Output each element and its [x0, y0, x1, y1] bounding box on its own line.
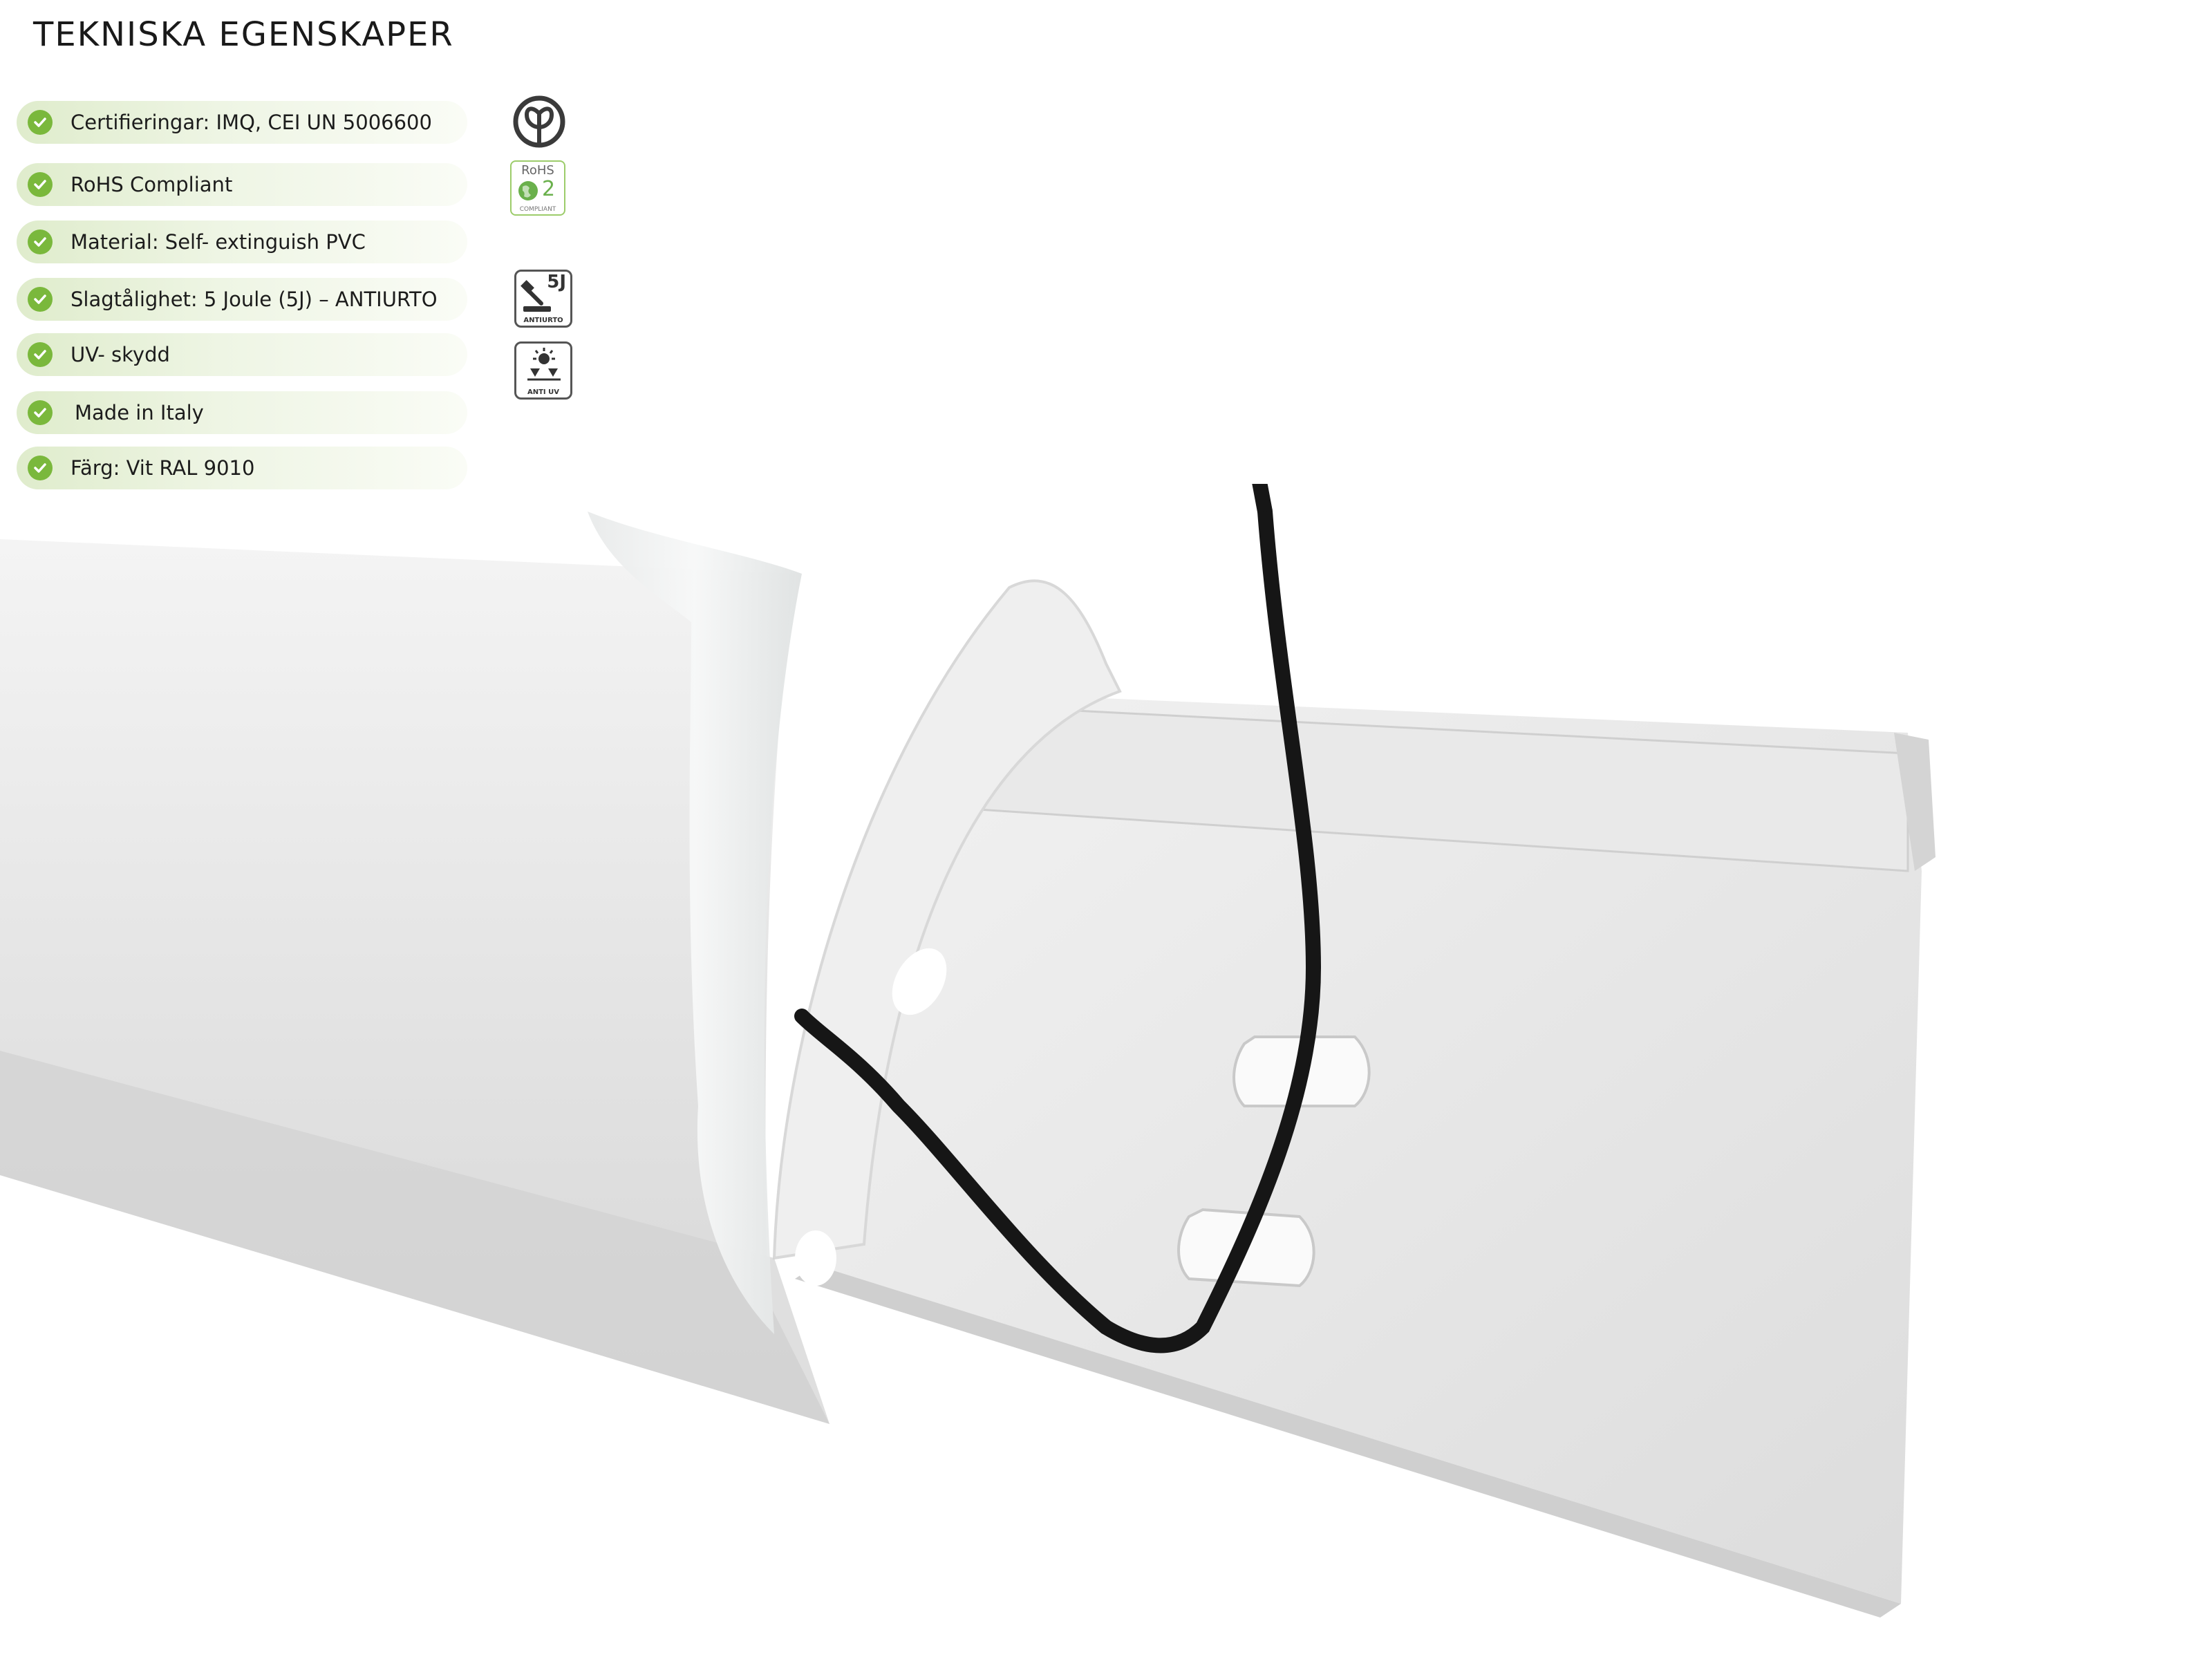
cable-tie: [794, 504, 1322, 1353]
rohs-badge-icon: RoHS 2 COMPLIANT: [510, 160, 565, 216]
rohs-badge-title: RoHS: [521, 163, 554, 178]
hammer-icon: [521, 280, 551, 312]
feature-item-impact: Slagtålighet: 5 Joule (5J) – ANTIURTO: [17, 278, 467, 321]
feature-item-material: Material: Self- extinguish PVC: [17, 221, 467, 263]
check-icon: [28, 342, 53, 367]
globe-icon: [518, 181, 538, 200]
anti-uv-badge-caption: ANTI UV: [527, 388, 559, 396]
duct-channel-lip: [1894, 733, 1936, 871]
check-icon: [28, 172, 53, 197]
tape-wrap: [588, 512, 802, 1334]
check-icon: [28, 110, 53, 135]
feature-label: Slagtålighet: 5 Joule (5J) – ANTIURTO: [71, 288, 438, 311]
feature-item-color: Färg: Vit RAL 9010: [17, 447, 467, 489]
feature-item-rohs: RoHS Compliant: [17, 163, 467, 206]
impact-5j-badge-icon: 5J ANTIURTO: [514, 270, 572, 328]
check-icon: [28, 229, 53, 254]
feature-item-certifications: Certifieringar: IMQ, CEI UN 5006600: [17, 101, 467, 144]
feature-label: Material: Self- extinguish PVC: [71, 230, 366, 254]
duct-end-lip: [772, 579, 1122, 1260]
section-heading: TEKNISKA EGENSKAPER: [33, 15, 454, 54]
duct-slot: [795, 1230, 836, 1286]
duct-channel: [816, 691, 1922, 1604]
check-icon: [28, 287, 53, 312]
cable-tie-strap: [1252, 484, 1273, 514]
impact-badge-caption: ANTIURTO: [523, 317, 563, 324]
imq-certification-icon: [513, 95, 565, 148]
feature-item-origin: Made in Italy: [17, 391, 467, 434]
feature-label: Färg: Vit RAL 9010: [71, 456, 255, 480]
feature-label: RoHS Compliant: [71, 173, 233, 196]
feature-label: Made in Italy: [75, 401, 204, 424]
duct-cover-shadow: [0, 1051, 830, 1424]
check-icon: [28, 456, 53, 480]
feature-label: Certifieringar: IMQ, CEI UN 5006600: [71, 111, 432, 134]
duct-bottom-edge: [795, 1265, 1901, 1618]
sun-icon: [527, 348, 561, 381]
rohs-badge-caption: COMPLIANT: [519, 206, 556, 213]
anti-uv-badge-icon: ANTI UV: [514, 341, 572, 400]
rohs-badge-number: 2: [542, 177, 556, 201]
feature-item-uv: UV- skydd: [17, 333, 467, 376]
impact-badge-value: 5J: [547, 272, 566, 292]
duct-slot: [892, 948, 947, 1015]
check-icon: [28, 400, 53, 425]
feature-label: UV- skydd: [71, 343, 170, 366]
product-image-cable-duct: [0, 484, 1936, 1618]
